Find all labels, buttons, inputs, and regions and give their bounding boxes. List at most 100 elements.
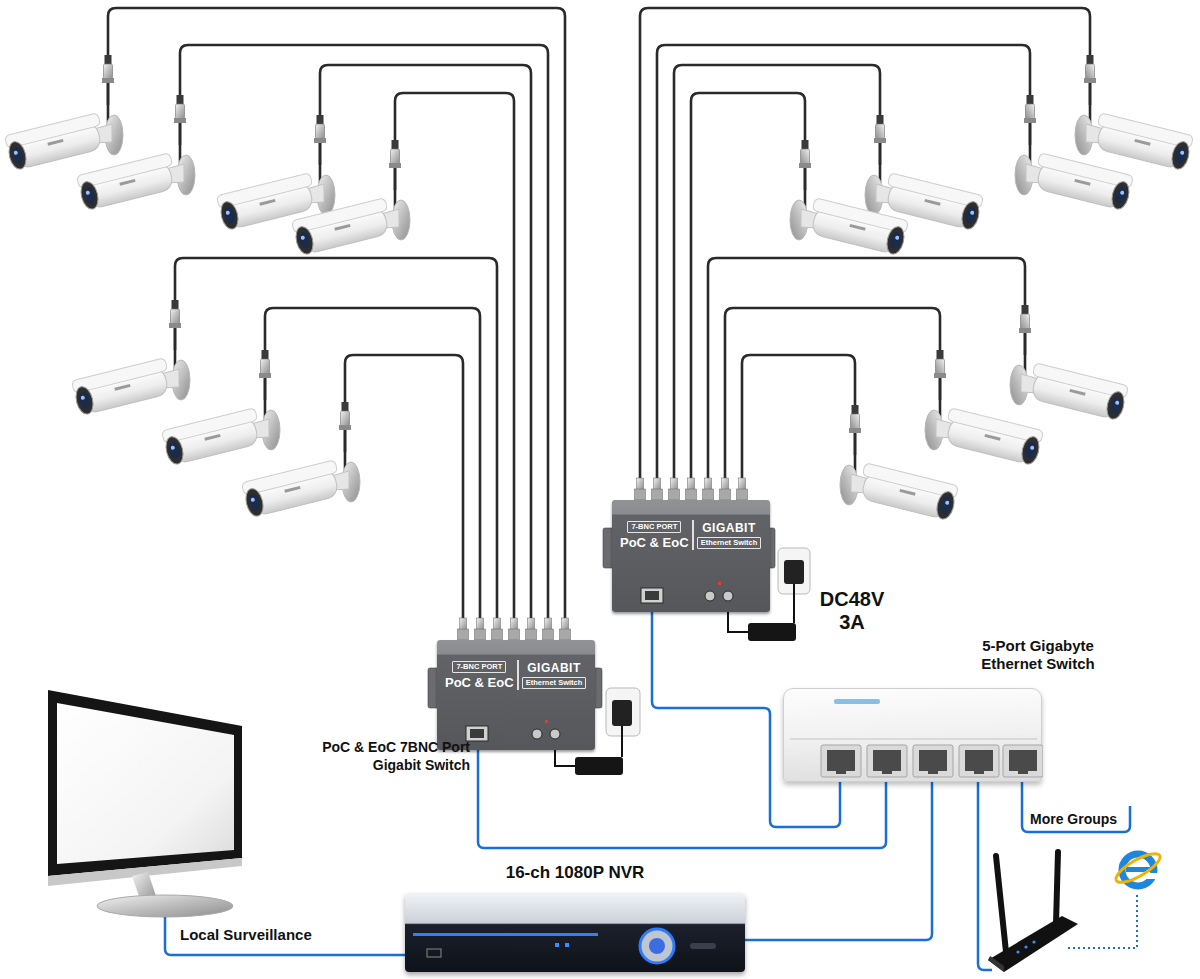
power-port: [723, 591, 733, 601]
bullet-camera: [76, 95, 195, 211]
bullet-camera: [4, 55, 123, 171]
coax-cable: [265, 308, 480, 620]
coax-cable: [320, 65, 531, 620]
bnc-port: [543, 618, 554, 640]
coax-cables: [108, 8, 1090, 620]
bullet-camera: [291, 140, 410, 256]
status-led: [565, 943, 569, 947]
bnc-port: [652, 478, 663, 500]
bnc-port: [509, 618, 520, 640]
switch-face-detail: [437, 640, 595, 750]
coax-cable: [640, 8, 1090, 480]
monitor-cable: [165, 917, 405, 955]
bnc-port: [686, 478, 697, 500]
poc-eoc-switch: 7-BNC PORT PoC & EoC GIGABIT Ethernet Switc…: [612, 500, 770, 612]
rj45-opening: [645, 591, 659, 600]
bullet-camera: [1075, 55, 1194, 171]
rj45-port: [1003, 745, 1043, 777]
rj45-port: [641, 588, 663, 603]
browser-orbit: [1112, 849, 1163, 888]
router-led: [1032, 940, 1035, 943]
bullet-camera: [865, 115, 984, 231]
browser-icon: [1112, 849, 1163, 888]
monitor-bezel: [48, 690, 242, 876]
nvr-recorder: 16-ch 1080P NVR: [405, 893, 745, 972]
nvr-face-detail: [405, 893, 735, 972]
rj45-opening: [827, 750, 855, 771]
router: [988, 852, 1078, 972]
rj45-port: [959, 745, 999, 777]
bnc-port: [560, 618, 571, 640]
router-antenna: [1056, 852, 1058, 924]
rj45-opening: [1009, 750, 1037, 771]
status-led: [718, 582, 721, 585]
bullet-camera: [241, 402, 360, 518]
rj45-notch: [974, 769, 984, 774]
annotation-label: More Groups: [1030, 810, 1117, 828]
switch-face-detail: [612, 500, 768, 612]
rj45-notch: [928, 769, 938, 774]
network-cable: [745, 782, 932, 940]
label-column: 7-BNC PORTPoC & EoC: [445, 661, 514, 690]
rj45-notch: [882, 769, 892, 774]
power-adapter: [575, 757, 623, 775]
status-led: [555, 943, 559, 947]
label-column: GIGABITEthernet Switch: [522, 661, 587, 689]
coax-cable: [742, 355, 855, 480]
nvr-heading-group: 16-ch 1080P NVR: [405, 863, 745, 883]
label-divider: [692, 520, 694, 550]
device-heading: 16-ch 1080P NVR: [405, 863, 745, 883]
bullet-camera: [840, 405, 959, 521]
label-divider: [517, 660, 519, 690]
rj45-opening: [919, 750, 947, 771]
label-column: 7-BNC PORT PoC & EoC: [620, 521, 689, 550]
rj45-notch: [836, 769, 846, 774]
monitor: [48, 690, 242, 917]
speed-badge: GIGABIT: [702, 521, 756, 535]
rj45-port: [821, 745, 861, 777]
rj45-opening: [470, 729, 484, 738]
rj45-port: [466, 726, 488, 741]
network-wires: [165, 782, 1137, 970]
switch-face-detail: [784, 689, 1043, 783]
cameras-right: [790, 55, 1194, 521]
bullet-camera: [161, 350, 280, 466]
product-name: PoC & EoC: [620, 535, 689, 550]
label-column: GIGABIT Ethernet Switch: [697, 521, 762, 549]
annotation-label: Local Surveillance: [180, 926, 312, 944]
router-body: [988, 916, 1078, 972]
rj45-notch: [1018, 769, 1028, 774]
cameras-left: [4, 55, 410, 518]
power-plug: [612, 700, 632, 726]
bnc-port: [720, 478, 731, 500]
coax-cable: [345, 355, 463, 620]
bnc-port: [526, 618, 537, 640]
rj45-port: [867, 745, 907, 777]
bullet-camera: [925, 350, 1044, 466]
label-tag: Ethernet Switch: [697, 537, 762, 549]
bnc-port: [703, 478, 714, 500]
switch-edge: [790, 738, 1037, 740]
power-plug: [784, 560, 804, 584]
bnc-port: [492, 618, 503, 640]
power-port: [550, 729, 560, 739]
internet-link: [1068, 892, 1137, 948]
router-antenna: [996, 856, 1006, 952]
more-groups-cable: [1022, 782, 1130, 832]
rj45-opening: [873, 750, 901, 771]
rj45-opening: [965, 750, 993, 771]
bullet-camera: [790, 140, 909, 256]
router-led: [1016, 950, 1019, 953]
status-led: [545, 720, 548, 723]
coax-cable: [674, 65, 880, 480]
nvr-button: [690, 943, 716, 949]
rj45-port: [913, 745, 953, 777]
router-cable: [978, 782, 992, 970]
label-tag: 7-BNC PORT: [627, 521, 681, 533]
video-port: [532, 729, 542, 739]
switch-label-area: 7-BNC PORTPoC & EoC GIGABITEthernet Switc…: [445, 660, 586, 690]
nvr-dial: [640, 929, 674, 963]
bullet-camera: [71, 300, 190, 416]
